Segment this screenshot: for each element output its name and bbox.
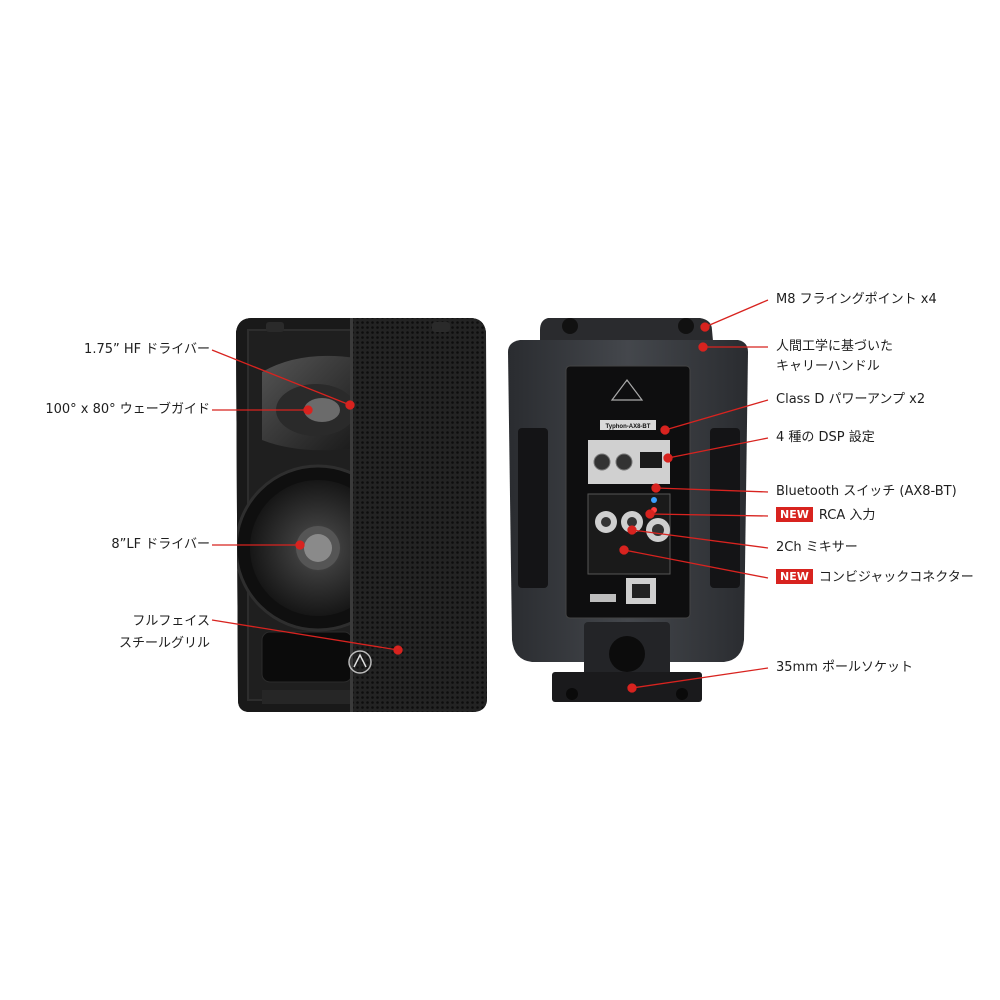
label-mixer: 2Ch ミキサー [776,540,858,555]
label-hf-driver: 1.75” HF ドライバー [84,342,210,357]
label-dsp: 4 種の DSP 設定 [776,430,875,445]
label-grille-line2: スチールグリル [118,636,210,651]
logo-badge [348,650,372,674]
label-amp: Class D パワーアンプ x2 [776,392,926,407]
control-panel: Typhon-AX8-BT [565,365,691,619]
label-combo: NEW コンビジャックコネクター [776,568,974,588]
label-pole-socket: 35mm ポールソケット [776,660,914,675]
label-flying-points: M8 フライングポイント x4 [776,292,937,307]
new-badge: NEW [776,569,813,584]
label-lf-driver: 8”LF ドライバー [111,537,210,552]
label-handle-line1: 人間工学に基づいた [776,339,894,354]
label-bluetooth: Bluetooth スイッチ (AX8-BT) [776,484,957,499]
label-rca-text: RCA 入力 [818,508,876,523]
label-combo-text: コンビジャックコネクター [818,570,974,585]
label-handle-line2: キャリーハンドル [776,359,880,374]
waveguide-horn [262,355,356,451]
label-grille-line1: フルフェイス [132,614,210,629]
label-rca: NEW RCA 入力 [776,506,875,526]
rear-speaker: Typhon-AX8-BT [508,318,748,702]
callout-lines [211,299,769,693]
front-speaker [236,318,487,712]
steel-grille [350,318,487,712]
panel-model-label: Typhon-AX8-BT [606,424,651,430]
new-badge: NEW [776,507,813,522]
label-waveguide: 100° x 80° ウェーブガイド [45,402,210,417]
